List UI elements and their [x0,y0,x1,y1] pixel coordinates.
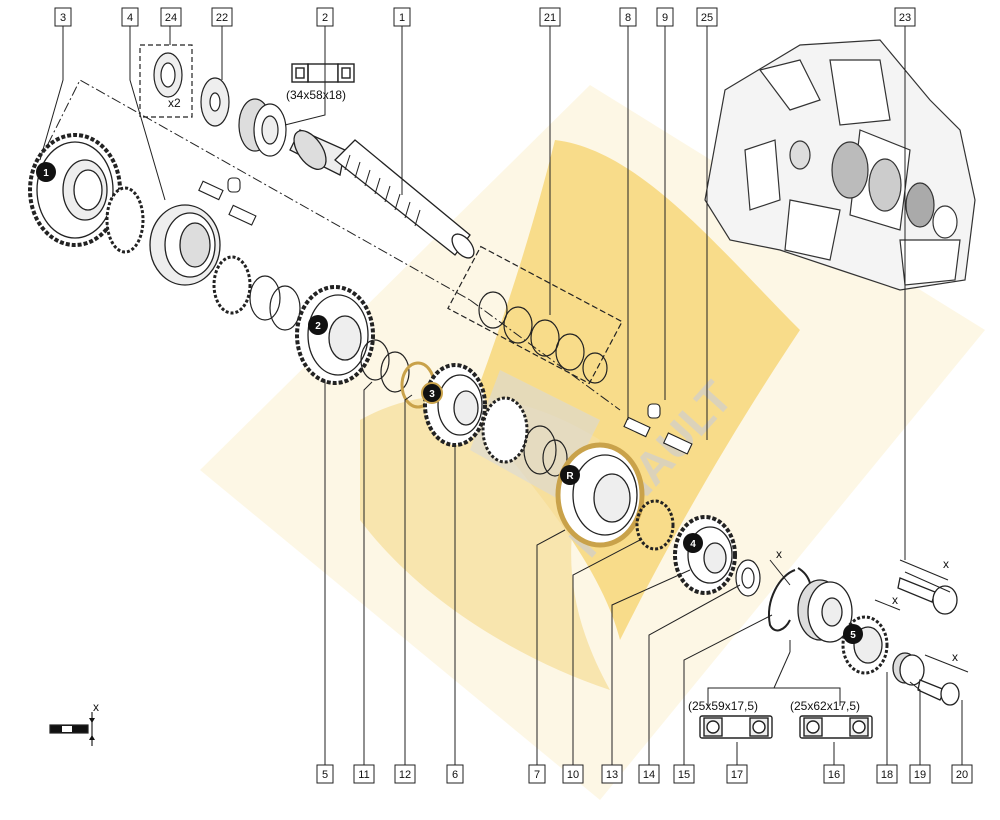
callout-15: 15 [678,769,690,781]
gearbox-housing-illustration [704,39,976,291]
gear-marker-r: R [566,471,574,482]
callout-5: 5 [322,769,328,781]
quantity-note: x2 [168,96,181,110]
washer-14 [735,559,761,597]
callout-8: 8 [625,12,631,24]
ring-10 [635,499,675,551]
ring-24 [139,44,193,118]
third-gear [423,363,487,447]
gear-marker-3: 3 [429,389,435,400]
synchro-rings-left [212,255,301,331]
thickness-legend [49,712,95,746]
first-gear [28,133,122,247]
rings-21-group [447,245,623,385]
callout-25: 25 [701,12,713,24]
x-mark-circlip: x [776,547,782,561]
bearing-spec-brackets [707,640,841,706]
callouts-bottom [316,764,973,784]
fourth-gear [673,515,737,595]
callout-18: 18 [881,769,893,781]
x-mark-bolt20: x [952,650,958,664]
gear-markers [36,162,863,644]
callout-20: 20 [956,769,968,781]
callout-22: 22 [216,12,228,24]
callout-2: 2 [322,12,328,24]
bolt-20 [917,679,960,706]
callout-7: 7 [534,769,540,781]
bolt-23 [897,577,958,615]
fifth-gear [841,615,889,675]
needle-bearing-2 [238,98,287,157]
gear-marker-5: 5 [850,630,856,641]
callout-21: 21 [544,12,556,24]
callout-17: 17 [731,769,743,781]
bearing-16-17 [797,579,853,643]
second-gear [295,285,375,385]
washer-22 [200,77,230,127]
callout-14: 14 [643,769,655,781]
bearing-spec-left-icon [699,715,773,739]
bearing-spec-top-icon [291,63,355,83]
gear-marker-4: 4 [690,539,696,550]
spacer-19 [892,652,925,686]
callout-13: 13 [606,769,618,781]
legend-x: x [93,700,99,714]
callout-9: 9 [662,12,668,24]
callout-3: 3 [60,12,66,24]
callout-10: 10 [567,769,579,781]
synchro-hub-1-2 [105,186,221,286]
bearing-spec-right: (25x62x17,5) [790,699,860,713]
keys-8-9-25 [623,403,693,455]
gear-marker-1: 1 [43,168,49,179]
callout-4: 4 [127,12,133,24]
callout-leaders [39,26,963,765]
synchro-keys [198,177,257,226]
callout-12: 12 [399,769,411,781]
callout-23: 23 [899,12,911,24]
callout-6: 6 [452,769,458,781]
assembly-leader-lines [39,79,621,411]
bearing-spec-top: (34x58x18) [286,88,346,102]
reverse-gear [555,442,645,548]
x-mark-gear5: x [892,593,898,607]
dimension-marks [769,559,969,673]
main-shaft [289,129,475,259]
gear-marker-2: 2 [315,321,321,332]
callout-16: 16 [828,769,840,781]
bearing-spec-left: (25x59x17,5) [688,699,758,713]
callout-11: 11 [358,769,369,781]
x-mark-bolt23: x [943,557,949,571]
bearing-spec-right-icon [799,715,873,739]
callout-19: 19 [914,769,926,781]
callout-1: 1 [399,12,405,24]
callout-24: 24 [165,12,177,24]
synchro-3-4 [481,396,568,477]
callouts-top [54,7,916,27]
